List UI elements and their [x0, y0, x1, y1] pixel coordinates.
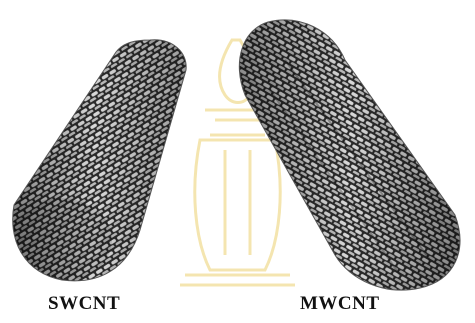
swcnt-label: SWCNT	[48, 293, 120, 315]
mwcnt-label: MWCNT	[300, 293, 380, 315]
